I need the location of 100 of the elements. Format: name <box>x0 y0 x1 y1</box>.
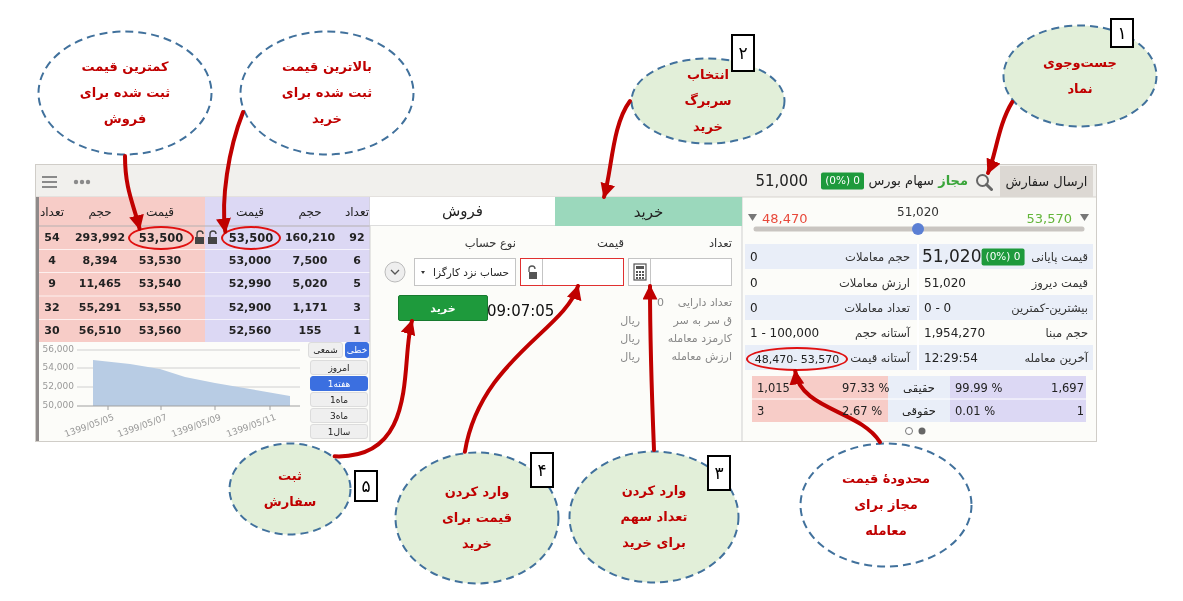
step-number: ۳ <box>707 455 731 491</box>
callout-bubble: محدودهٔ قیمت مجاز برای معامله <box>799 442 973 568</box>
column-header: قیمت <box>235 204 265 220</box>
field-value: 0 - 0 <box>924 300 952 316</box>
axis-tick-label: 52,000 <box>42 381 74 393</box>
info-label: ق سر به سر <box>673 314 732 328</box>
change-badge: (0%) 0 <box>981 248 1025 266</box>
axis-tick-label: 54,000 <box>42 362 74 374</box>
table-cell: 155 <box>298 324 322 338</box>
change-badge: (0%) 0 <box>821 172 864 190</box>
field-label: نوع حساب <box>464 235 516 251</box>
axis-tick-label: 56,000 <box>42 344 74 356</box>
field-label: آخرین معامله <box>1024 350 1088 366</box>
step-number: ۱ <box>1110 18 1134 48</box>
table-cell: 8,394 <box>82 254 118 268</box>
table-cell: 56,510 <box>78 324 122 338</box>
range-button: خطی <box>345 342 369 358</box>
table-cell: 5 <box>353 277 361 291</box>
table-cell: 0.01 % <box>955 403 996 419</box>
sell-tab: فروش <box>370 197 555 226</box>
table-cell: 30 <box>44 324 60 338</box>
arrow <box>216 110 246 234</box>
table-cell: 52,900 <box>228 301 272 315</box>
field-label: تعداد <box>708 235 732 251</box>
field-label: آستانه حجم <box>855 325 910 341</box>
table-cell: 6 <box>353 254 361 268</box>
range-button: شمعی <box>308 342 343 358</box>
account-dropdown: حساب نزد کارگزا <box>414 258 516 286</box>
table-cell: 1 <box>1076 403 1084 419</box>
callout-bubble: ثبت سفارش <box>228 442 352 536</box>
arrow <box>600 99 632 199</box>
field-value: 0 <box>750 300 758 316</box>
info-label: ارزش معامله <box>671 350 732 364</box>
buy-tab: خرید <box>555 197 742 226</box>
table-cell: 55,291 <box>78 301 122 315</box>
arrow <box>123 154 144 231</box>
field-label: قیمت <box>597 235 624 251</box>
column-header: تعداد <box>39 204 65 220</box>
range-button: 1ماه <box>310 392 368 407</box>
table-cell: 7,500 <box>292 254 328 268</box>
clock-time: 09:07:05 <box>487 301 555 321</box>
column-header: حجم <box>88 204 112 220</box>
arrow <box>462 284 580 454</box>
column-header: قیمت <box>145 204 175 220</box>
table-cell: 1,697 <box>1051 380 1084 396</box>
table-cell: 53,540 <box>138 277 182 291</box>
table-cell: 5,020 <box>292 277 328 291</box>
table-cell: حقیقی <box>903 380 935 396</box>
table-cell: 32 <box>44 301 60 315</box>
circled-price: 53,500 <box>221 226 281 250</box>
circled-price: 53,500 <box>128 226 194 250</box>
table-cell: 99.99 % <box>955 380 1003 396</box>
info-label: ریال <box>620 314 640 328</box>
price-text: 51,000 <box>755 171 808 191</box>
search-icon <box>975 173 993 191</box>
info-label: ریال <box>620 350 640 364</box>
input-field <box>628 258 732 286</box>
table-cell: 53,550 <box>138 301 182 315</box>
market-text: سهام بورس <box>868 172 934 190</box>
field-value: 0 <box>750 275 758 291</box>
price-text: 51,020 <box>897 204 939 220</box>
axis-tick-label: 50,000 <box>42 400 74 412</box>
field-value: 51,020 <box>924 275 966 291</box>
table-cell: 52,990 <box>228 277 272 291</box>
field-label: ارزش معاملات <box>838 275 910 291</box>
limit-price: 53,570 <box>1026 210 1072 228</box>
table-cell: 11,465 <box>78 277 122 291</box>
table-cell: حقوقی <box>902 403 936 419</box>
table-cell: 4 <box>48 254 56 268</box>
column-header: حجم <box>298 204 322 220</box>
range-button: 3ماه <box>310 408 368 423</box>
info-label: کارمزد معامله <box>667 332 732 346</box>
callout-bubble: بالاترین قیمت ثبت شده برای خرید <box>239 30 415 156</box>
callout-bubble: کمترین قیمت ثبت شده برای فروش <box>37 30 213 156</box>
input-field <box>520 258 624 286</box>
circled-price: 48,470- 53,570 <box>746 347 848 371</box>
table-cell: 1 <box>353 324 361 338</box>
field-label: تعداد معاملات <box>844 300 910 316</box>
info-label: ریال <box>620 332 640 346</box>
table-cell: 2.67 % <box>842 403 883 419</box>
table-cell: 92 <box>349 231 365 245</box>
field-value: 1,954,270 <box>924 325 986 341</box>
price-text: 51,020 <box>922 246 982 268</box>
table-cell: 52,560 <box>228 324 272 338</box>
range-button: 1هفته <box>310 376 368 391</box>
field-value: 1 - 100,000 <box>750 325 820 341</box>
app-window <box>36 165 1096 441</box>
field-value: 12:29:54 <box>924 350 978 366</box>
range-button: امروز <box>310 360 368 375</box>
field-value: 0 <box>750 249 758 265</box>
table-cell: 1,015 <box>757 380 790 396</box>
table-cell: 97.33 % <box>842 380 890 396</box>
field-label: قیمت دیروز <box>1031 275 1088 291</box>
field-label: قیمت پایانی <box>1031 249 1088 265</box>
table-cell: 53,560 <box>138 324 182 338</box>
step-number: ۲ <box>731 34 755 72</box>
status-text: مجاز <box>938 172 968 190</box>
info-label: 0 <box>657 296 664 310</box>
info-label: تعداد دارایی <box>677 296 732 310</box>
table-cell: 9 <box>48 277 56 291</box>
